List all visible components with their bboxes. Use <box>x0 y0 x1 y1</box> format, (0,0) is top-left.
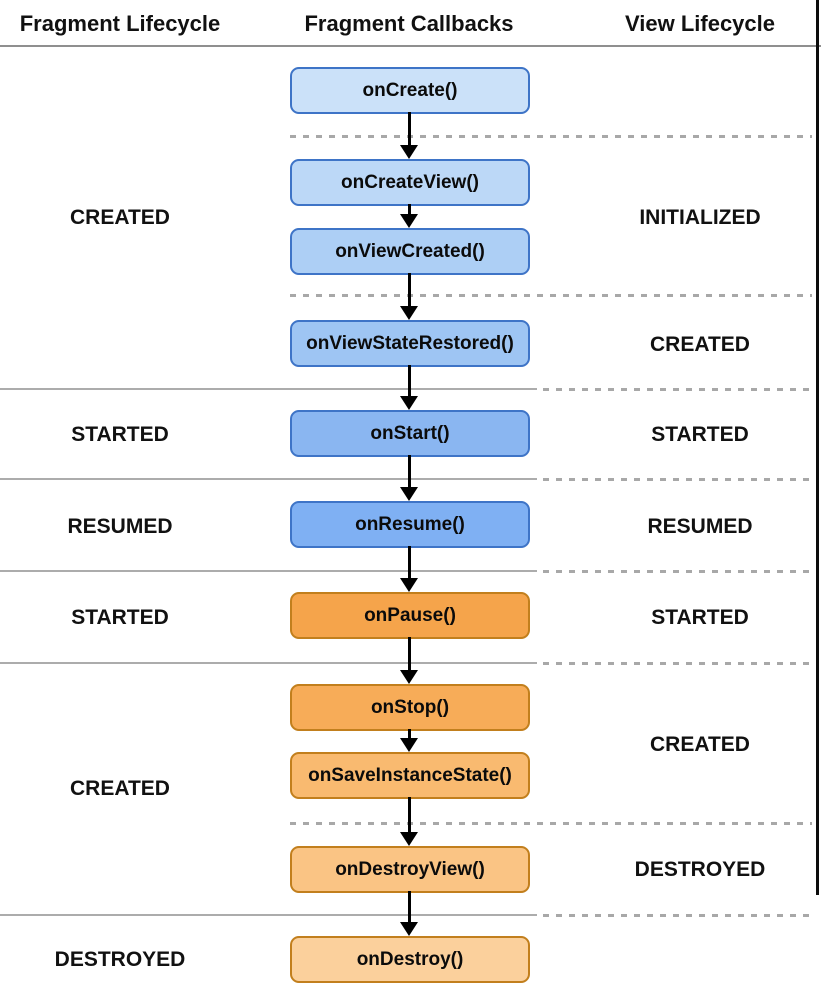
callback-label: onViewCreated() <box>335 240 485 262</box>
fragment-state-created-2: CREATED <box>70 777 170 800</box>
view-state-resumed: RESUMED <box>647 515 753 538</box>
callback-box-onpause: onPause() <box>290 592 530 639</box>
flow-arrow-icon <box>400 891 418 936</box>
flow-arrow-icon <box>400 797 418 846</box>
fragment-state-created: CREATED <box>70 206 170 229</box>
flow-arrow-icon <box>400 729 418 752</box>
section-line-solid <box>0 388 537 390</box>
view-state-started-2: STARTED <box>651 606 749 629</box>
callback-box-onviewcreated: onViewCreated() <box>290 228 530 275</box>
section-line-solid <box>0 914 537 916</box>
callback-label: onStart() <box>370 422 450 444</box>
right-edge-border <box>816 0 819 895</box>
flow-arrow-icon <box>400 546 418 592</box>
flow-arrow-icon <box>400 204 418 228</box>
callback-label: onStop() <box>370 696 450 718</box>
callback-box-onstart: onStart() <box>290 410 530 457</box>
column-title-view-lifecycle: View Lifecycle <box>624 11 775 36</box>
callback-label: onCreate() <box>362 79 458 101</box>
callback-label: onCreateView() <box>341 171 479 193</box>
callback-box-ondestroyview: onDestroyView() <box>290 846 530 893</box>
view-state-created-2: CREATED <box>650 733 750 756</box>
section-line-dashed <box>543 914 812 917</box>
callback-box-onsaveinstancestate: onSaveInstanceState() <box>290 752 530 799</box>
callback-box-onstop: onStop() <box>290 684 530 731</box>
flow-arrow-icon <box>400 112 418 159</box>
callback-label: onSaveInstanceState() <box>308 764 512 786</box>
callback-label: onViewStateRestored() <box>306 332 514 354</box>
fragment-state-resumed: RESUMED <box>67 515 173 538</box>
callback-box-ondestroy: onDestroy() <box>290 936 530 983</box>
section-line-dashed <box>543 662 812 665</box>
column-title-fragment-lifecycle: Fragment Lifecycle <box>19 11 221 36</box>
view-state-created: CREATED <box>650 333 750 356</box>
fragment-state-started-2: STARTED <box>71 606 169 629</box>
callback-box-onviewstaterestored: onViewStateRestored() <box>290 320 530 367</box>
flow-arrow-icon <box>400 455 418 501</box>
view-state-initialized: INITIALIZED <box>639 206 761 229</box>
callback-box-onresume: onResume() <box>290 501 530 548</box>
column-title-fragment-callbacks: Fragment Callbacks <box>304 11 514 36</box>
callback-box-oncreateview: onCreateView() <box>290 159 530 206</box>
callback-label: onDestroyView() <box>335 858 485 880</box>
header-divider-line <box>0 45 821 47</box>
callback-label: onPause() <box>364 604 456 626</box>
view-state-started: STARTED <box>651 423 749 446</box>
section-line-dashed <box>290 822 812 825</box>
callback-label: onDestroy() <box>356 948 464 970</box>
fragment-state-started: STARTED <box>71 423 169 446</box>
section-line-dashed <box>543 478 812 481</box>
flow-arrow-icon <box>400 273 418 320</box>
section-line-solid <box>0 570 537 572</box>
section-line-solid <box>0 662 537 664</box>
callback-label: onResume() <box>355 513 465 535</box>
section-line-dashed <box>290 135 812 138</box>
flow-arrow-icon <box>400 637 418 684</box>
section-line-solid <box>0 478 537 480</box>
section-line-dashed <box>543 388 812 391</box>
section-line-dashed <box>543 570 812 573</box>
view-state-destroyed: DESTROYED <box>634 858 766 881</box>
fragment-state-destroyed: DESTROYED <box>54 948 186 971</box>
section-line-dashed <box>290 294 812 297</box>
flow-arrow-icon <box>400 365 418 410</box>
callback-box-oncreate: onCreate() <box>290 67 530 114</box>
